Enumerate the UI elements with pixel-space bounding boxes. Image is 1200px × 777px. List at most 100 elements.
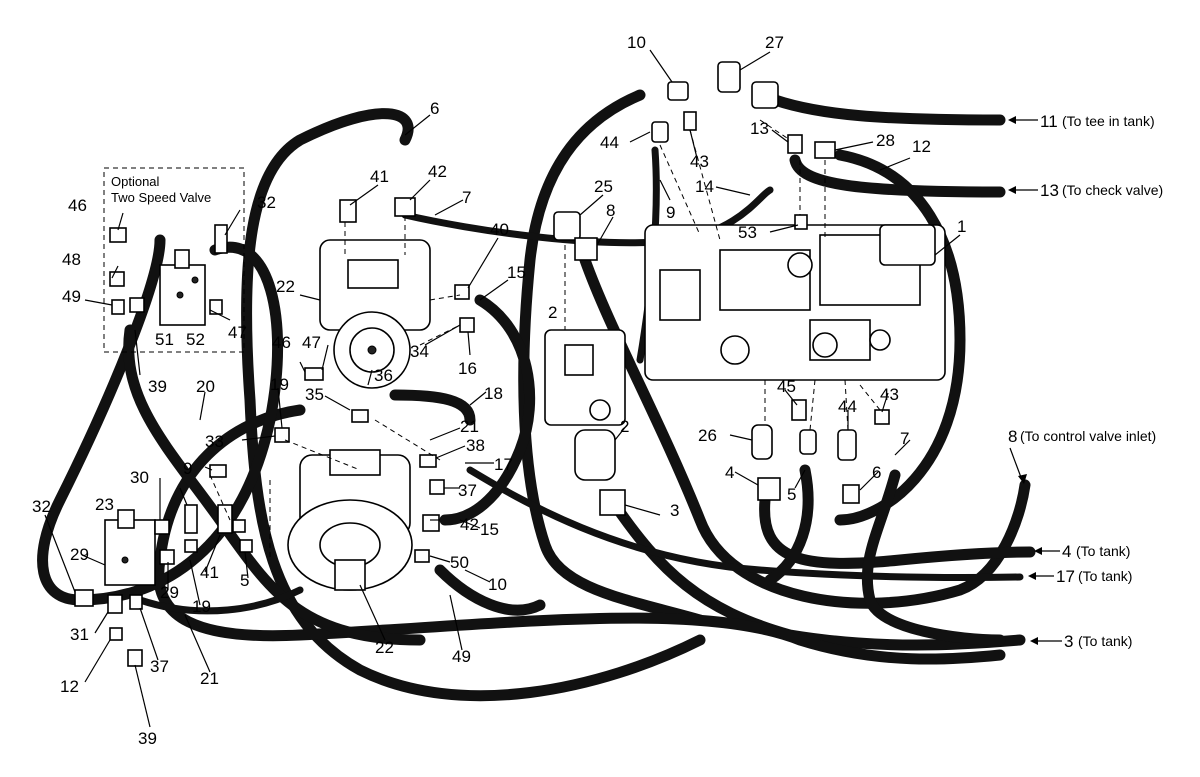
callout-label: 9 [183, 459, 192, 478]
hose-11 [769, 94, 1006, 126]
hose-15 [439, 294, 536, 526]
dest-number: 11 [1040, 112, 1058, 131]
callout-label: 39 [138, 729, 157, 748]
motor-lower [287, 449, 413, 591]
callout-label: 35 [305, 385, 324, 404]
callout-label: 22 [375, 638, 394, 657]
callout-label: 7 [462, 188, 471, 207]
hose-17 [466, 466, 1024, 581]
hose-5 [764, 464, 814, 586]
valve-block-23 [104, 509, 156, 586]
callout-label: 42 [428, 162, 447, 181]
callout-label: 23 [95, 495, 114, 514]
hose-group [37, 89, 1036, 702]
hose-13 [789, 154, 1006, 198]
callout-label: 34 [410, 342, 429, 361]
callout-label: 37 [150, 657, 169, 676]
callout-label: 40 [490, 220, 509, 239]
two-speed-valve-label: Two Speed Valve [111, 190, 211, 205]
callout-label: 15 [480, 520, 499, 539]
dest-number: 3 [1064, 632, 1073, 651]
callout-label: 30 [130, 468, 149, 487]
callout-label: 33 [205, 432, 224, 451]
callout-label: 21 [200, 669, 219, 688]
callout-label: 51 [155, 330, 174, 349]
control-valve [644, 224, 946, 381]
callout-label: 29 [70, 545, 89, 564]
dest-text: (To check valve) [1062, 182, 1163, 198]
callout-label: 38 [466, 436, 485, 455]
two-speed-valve-block [159, 249, 206, 326]
callout-label: 16 [458, 359, 477, 378]
callout-label: 19 [270, 375, 289, 394]
callout-label: 2 [548, 303, 557, 322]
callout-label: 6 [430, 99, 439, 118]
callout-label: 44 [838, 397, 857, 416]
callout-label: 32 [257, 193, 276, 212]
callout-label: 46 [272, 333, 291, 352]
callout-label: 53 [738, 223, 757, 242]
callouts: 10 27 6 44 43 13 28 12 1 41 42 25 8 14 9… [32, 33, 966, 748]
callout-label: 9 [666, 203, 675, 222]
callout-label: 18 [484, 384, 503, 403]
dest-text: (To control valve inlet) [1020, 428, 1156, 444]
arrowheads [1008, 116, 1042, 645]
callout-label: 52 [186, 330, 205, 349]
callout-label: 10 [488, 575, 507, 594]
hose-18 [389, 389, 476, 426]
callout-label: 50 [450, 553, 469, 572]
callout-label: 43 [880, 385, 899, 404]
callout-label: 45 [777, 377, 796, 396]
callout-label: 10 [627, 33, 646, 52]
callout-label: 5 [787, 485, 796, 504]
dest-number: 13 [1040, 181, 1059, 200]
callout-label: 42 [460, 515, 479, 534]
callout-label: 1 [957, 217, 966, 236]
callout-label: 12 [60, 677, 79, 696]
callout-label: 31 [70, 625, 89, 644]
callout-label: 5 [240, 571, 249, 590]
callout-label: 13 [750, 119, 769, 138]
hose-8 [579, 254, 1031, 609]
callout-label: 25 [594, 177, 613, 196]
motor-upper [319, 239, 431, 389]
dest-number: 4 [1062, 542, 1071, 561]
optional-label: Optional [111, 174, 160, 189]
callout-label: 3 [670, 501, 679, 520]
hose-4 [759, 494, 1036, 569]
callout-label: 15 [507, 263, 526, 282]
hose-21 [136, 586, 304, 615]
callout-label: 32 [32, 497, 51, 516]
hose-6 [241, 108, 706, 702]
callout-label: 47 [228, 323, 247, 342]
callout-label: 44 [600, 133, 619, 152]
callout-label: 49 [62, 287, 81, 306]
callout-label: 17 [494, 455, 513, 474]
callout-label: 21 [460, 417, 479, 436]
callout-label: 14 [695, 177, 714, 196]
dest-text: (To tank) [1078, 633, 1132, 649]
callout-label: 41 [370, 167, 389, 186]
dest-text: (To tank) [1078, 568, 1132, 584]
hose-7 [861, 469, 1006, 646]
callout-label: 20 [196, 377, 215, 396]
pump-2 [544, 329, 626, 516]
callout-label: 41 [200, 563, 219, 582]
callout-label: 47 [302, 333, 321, 352]
callout-label: 28 [876, 131, 895, 150]
callout-label: 48 [62, 250, 81, 269]
callout-label: 8 [606, 201, 615, 220]
callout-label: 29 [160, 583, 179, 602]
callout-label: 12 [912, 137, 931, 156]
callout-label: 22 [276, 277, 295, 296]
callout-label: 2 [620, 417, 629, 436]
dest-text: (To tank) [1076, 543, 1130, 559]
leader-lines [44, 49, 1062, 728]
callout-label: 37 [458, 481, 477, 500]
callout-label: 36 [374, 366, 393, 385]
fittings [74, 61, 890, 667]
callout-label: 19 [192, 597, 211, 616]
callout-label: 6 [872, 463, 881, 482]
